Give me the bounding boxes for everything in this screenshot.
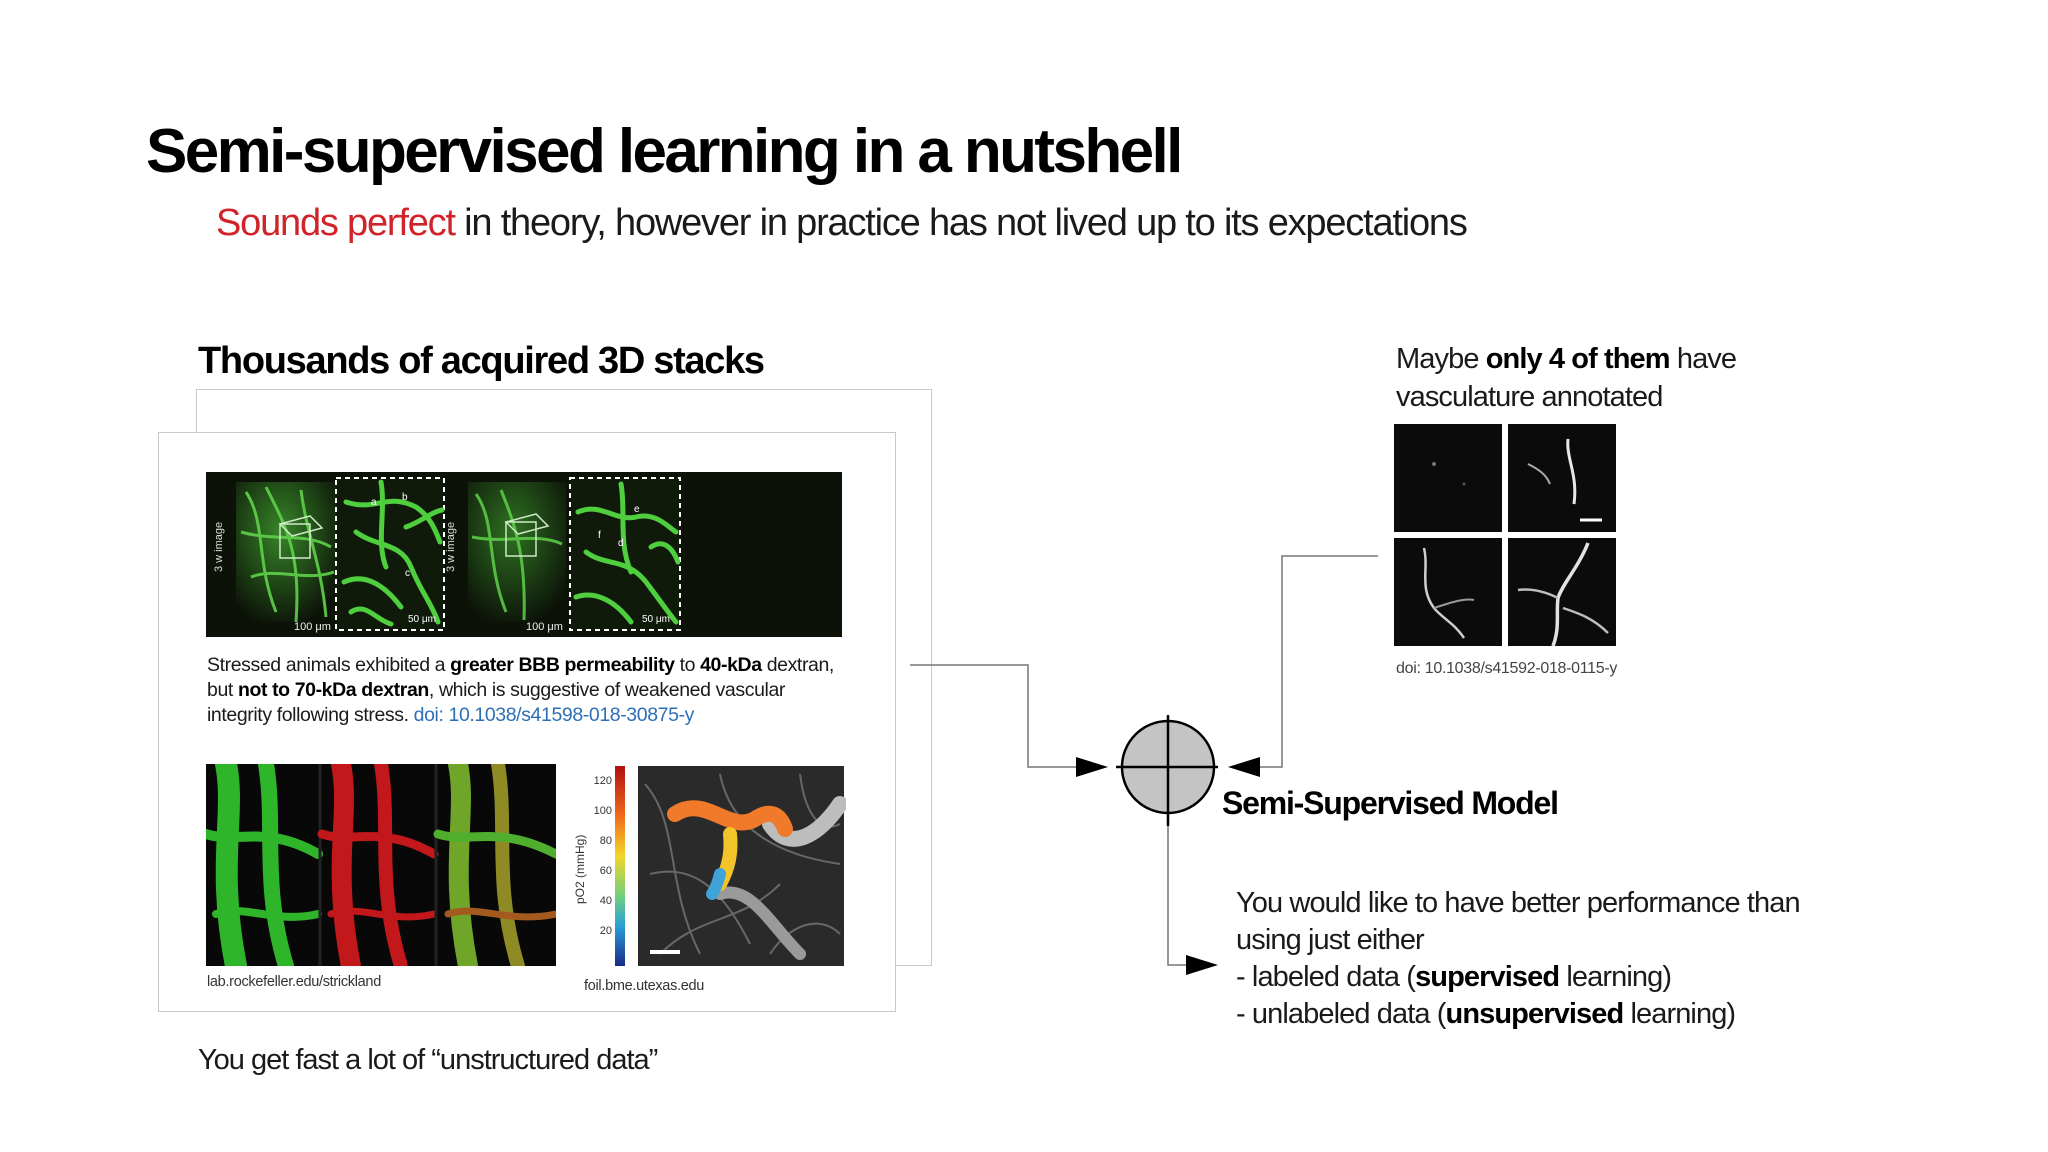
credit-rockefeller: lab.rockefeller.edu/strickland	[207, 974, 381, 990]
scale-label-b: 50 μm	[408, 614, 436, 625]
subtitle-rest: in theory, however in practice has not l…	[454, 202, 1468, 244]
scale-label-d: 50 μm	[642, 614, 670, 625]
model-label: Semi-Supervised Model	[1222, 785, 1559, 821]
unstructured-data-note: You get fast a lot of “unstructured data…	[198, 1044, 658, 1076]
annotated-tile-2	[1508, 424, 1616, 532]
letter-f: f	[598, 530, 601, 541]
annotated-note-bold: only 4 of them	[1485, 343, 1671, 375]
perf-line-2: - labeled data (supervised learning)	[1236, 959, 1856, 996]
axis-label-b: 3 w image	[445, 522, 457, 572]
vessel-micrograph-triptych	[206, 764, 556, 966]
scale-label-a: 100 μm	[294, 621, 331, 633]
letter-b: b	[402, 492, 408, 503]
axis-label-a: 3 w image	[213, 522, 225, 572]
caption-bold-1: greater BBB permeability	[450, 654, 675, 676]
po2-svg: 120 100 80 60 40 20 pO2 (mmHg)	[573, 766, 848, 966]
caption-text-3: dextran, but	[207, 654, 834, 701]
scale-label-c: 100 μm	[526, 621, 563, 633]
colorbar-tick-5: 20	[600, 925, 612, 937]
page-title: Semi-supervised learning in a nutshell	[146, 117, 1183, 186]
perf-line-3: - unlabeled data (unsupervised learning)	[1236, 996, 1856, 1033]
letter-c: c	[405, 568, 410, 579]
colorbar-tick-1: 100	[594, 805, 612, 817]
connector-output	[1167, 826, 1192, 966]
performance-goal: You would like to have better performanc…	[1236, 885, 1856, 1033]
caption-text-4: , which is suggestive of weakened vascul…	[207, 679, 785, 726]
colorbar-tick-3: 60	[600, 865, 612, 877]
micrograph-svg	[206, 764, 556, 966]
vasculature-figure-svg: 3 w image 100 μm a b c 50 μm 3 w image 1…	[206, 472, 842, 637]
po2-figure: 120 100 80 60 40 20 pO2 (mmHg)	[570, 764, 848, 970]
caption-bold-3: not to 70-kDa dextran	[237, 679, 429, 701]
annotated-note: Maybe only 4 of them have vasculature an…	[1396, 340, 1816, 416]
letter-d: d	[618, 538, 624, 549]
colorbar-label: pO2 (mmHg)	[573, 835, 587, 904]
perf-line-2a: - labeled data (	[1236, 961, 1416, 993]
stacks-heading: Thousands of acquired 3D stacks	[198, 340, 765, 382]
model-node	[1120, 719, 1216, 815]
annotated-tile-1	[1394, 424, 1502, 532]
letter-a: a	[371, 497, 377, 508]
annotated-tile-3	[1394, 538, 1502, 646]
caption-text-2: to	[674, 654, 701, 676]
study-caption: Stressed animals exhibited a greater BBB…	[207, 653, 847, 728]
colorbar-tick-2: 80	[600, 835, 612, 847]
perf-unsupervised: unsupervised	[1445, 998, 1625, 1030]
arrow-output	[1186, 955, 1218, 975]
annotated-tile-4	[1508, 538, 1616, 646]
connector-unlabeled	[910, 664, 1084, 768]
colorbar-tick-4: 40	[600, 895, 612, 907]
arrow-unlabeled	[1076, 757, 1108, 777]
arrow-labeled	[1228, 757, 1260, 777]
perf-supervised: supervised	[1415, 961, 1560, 993]
subtitle-highlight: Sounds perfect	[216, 202, 456, 244]
annotated-image-grid	[1394, 424, 1620, 650]
credit-utexas: foil.bme.utexas.edu	[584, 978, 705, 994]
caption-bold-2: 40-kDa	[700, 654, 762, 676]
perf-line-3c: learning)	[1623, 998, 1736, 1030]
annotated-doi-link[interactable]: doi: 10.1038/s41592-018-0115-y	[1396, 660, 1618, 677]
vasculature-figure-strip: 3 w image 100 μm a b c 50 μm 3 w image 1…	[206, 472, 842, 637]
colorbar-tick-0: 120	[594, 775, 612, 787]
letter-e: e	[634, 504, 640, 515]
perf-line-2c: learning)	[1559, 961, 1672, 993]
subtitle: Sounds perfect in theory, however in pra…	[216, 202, 1468, 245]
annotated-note-text-2: have vasculature annotated	[1396, 343, 1737, 413]
annotated-note-text-1: Maybe	[1396, 343, 1486, 375]
perf-line-3a: - unlabeled data (	[1236, 998, 1446, 1030]
caption-text-1: Stressed animals exhibited a	[207, 654, 451, 676]
caption-doi-link[interactable]: doi: 10.1038/s41598-018-30875-y	[413, 704, 695, 726]
perf-line-1: You would like to have better performanc…	[1236, 887, 1801, 956]
connector-labeled	[1254, 555, 1378, 768]
